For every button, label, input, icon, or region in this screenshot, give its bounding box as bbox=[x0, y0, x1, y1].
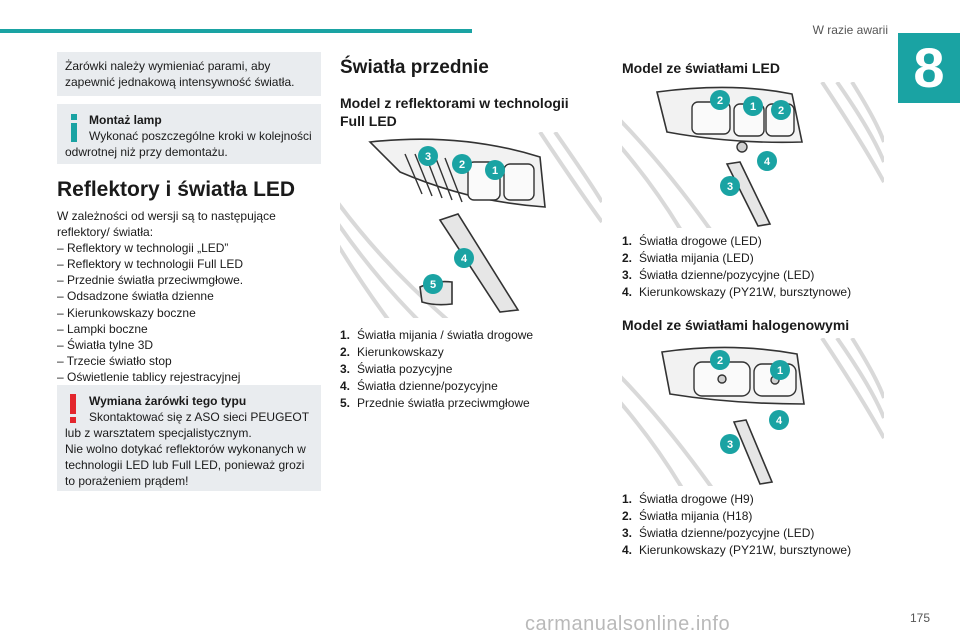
legend-item: 1.Światła drogowe (H9) bbox=[622, 492, 754, 506]
warning-line1: Skontaktować się z ASO sieci PEUGEOT lub… bbox=[65, 410, 309, 440]
header-accent-bar bbox=[0, 29, 472, 33]
led-headlamp-figure: 2 1 2 4 3 bbox=[622, 82, 884, 228]
legend-item: 3.Światła dzienne/pozycyjne (LED) bbox=[622, 526, 815, 540]
info-note-text: Wykonać poszczególne kroki w kolejności … bbox=[65, 129, 312, 159]
warning-icon bbox=[70, 394, 76, 423]
svg-text:4: 4 bbox=[461, 253, 468, 265]
list-item: – Reflektory w technologii Full LED bbox=[57, 257, 244, 272]
legend-item: 4.Kierunkowskazy (PY21W, bursztynowe) bbox=[622, 543, 852, 557]
list-item: – Oświetlenie tablicy rejestracyjnej bbox=[57, 369, 241, 384]
svg-text:2: 2 bbox=[778, 105, 784, 117]
page-number: 175 bbox=[909, 611, 930, 625]
svg-text:3: 3 bbox=[727, 181, 733, 193]
led-model-heading: Model ze światłami LED bbox=[622, 60, 780, 76]
halogen-legend: 1.Światła drogowe (H9) 2.Światła mijania… bbox=[622, 491, 884, 559]
svg-text:1: 1 bbox=[750, 101, 756, 113]
info-note-title: Montaż lamp bbox=[89, 113, 162, 127]
section-heading-lights: Reflektory i światła LED bbox=[57, 178, 296, 201]
full-led-legend: 1.Światła mijania / światła drogowe 2.Ki… bbox=[340, 327, 602, 412]
legend-item: 1.Światła drogowe (LED) bbox=[622, 234, 762, 248]
svg-text:2: 2 bbox=[459, 159, 465, 171]
led-legend: 1.Światła drogowe (LED) 2.Światła mijani… bbox=[622, 233, 884, 301]
full-led-headlamp-figure: 3 2 1 4 5 bbox=[340, 132, 602, 318]
list-item: – Reflektory w technologii „LED” bbox=[57, 241, 229, 256]
figure-mark: 2 bbox=[710, 90, 730, 110]
figure-mark: 1 bbox=[770, 360, 790, 380]
warning-title: Wymiana żarówki tego typu bbox=[89, 394, 247, 408]
figure-mark: 1 bbox=[485, 160, 505, 180]
lights-list: W zależności od wersji są to następujące… bbox=[57, 208, 321, 385]
legend-item: 3.Światła dzienne/pozycyjne (LED) bbox=[622, 268, 815, 282]
figure-mark: 1 bbox=[743, 96, 763, 116]
svg-text:2: 2 bbox=[717, 355, 723, 367]
svg-text:1: 1 bbox=[777, 365, 783, 377]
legend-item: 5.Przednie światła przeciwmgłowe bbox=[340, 396, 530, 410]
svg-text:1: 1 bbox=[492, 165, 498, 177]
list-item: – Odsadzone światła dzienne bbox=[57, 289, 214, 304]
warning-note: Wymiana żarówki tego typu Skontaktować s… bbox=[57, 385, 321, 491]
warning-line2: Nie wolno dotykać reflektorów wykonanych… bbox=[65, 442, 306, 488]
chapter-badge: 8 bbox=[898, 33, 960, 103]
svg-text:5: 5 bbox=[430, 279, 436, 291]
list-item: – Kierunkowskazy boczne bbox=[57, 305, 196, 320]
svg-text:2: 2 bbox=[717, 95, 723, 107]
figure-mark: 2 bbox=[452, 154, 472, 174]
figure-mark: 3 bbox=[720, 176, 740, 196]
legend-item: 1.Światła mijania / światła drogowe bbox=[340, 328, 534, 342]
figure-mark: 2 bbox=[710, 350, 730, 370]
svg-text:4: 4 bbox=[764, 156, 771, 168]
figure-mark: 3 bbox=[418, 146, 438, 166]
front-lights-heading: Światła przednie bbox=[340, 57, 489, 78]
figure-mark: 4 bbox=[757, 151, 777, 171]
legend-item: 2.Kierunkowskazy bbox=[340, 345, 444, 359]
legend-item: 4.Światła dzienne/pozycyjne bbox=[340, 379, 498, 393]
note-pairs: Żarówki należy wymieniać parami, aby zap… bbox=[57, 52, 321, 96]
halogen-headlamp-figure: 2 1 4 3 bbox=[622, 338, 884, 486]
halogen-model-heading: Model ze światłami halogenowymi bbox=[622, 317, 850, 333]
watermark: carmanualsonline.info bbox=[525, 613, 731, 635]
svg-text:3: 3 bbox=[425, 151, 431, 163]
figure-mark: 4 bbox=[769, 410, 789, 430]
full-led-subheading: Model z reflektorami w technologii Full … bbox=[340, 95, 569, 129]
list-item: – Przednie światła przeciwmgłowe. bbox=[57, 273, 244, 288]
svg-text:4: 4 bbox=[776, 415, 783, 427]
figure-mark: 2 bbox=[771, 100, 791, 120]
legend-item: 2.Światła mijania (LED) bbox=[622, 251, 754, 265]
figure-mark: 5 bbox=[423, 274, 443, 294]
list-item: – Lampki boczne bbox=[57, 321, 148, 336]
info-icon bbox=[71, 114, 77, 142]
legend-item: 4.Kierunkowskazy (PY21W, bursztynowe) bbox=[622, 285, 852, 299]
legend-item: 3.Światła pozycyjne bbox=[340, 362, 453, 376]
info-note: Montaż lamp Wykonać poszczególne kroki w… bbox=[57, 104, 321, 164]
list-item: – Światła tylne 3D bbox=[57, 337, 154, 352]
lights-intro: W zależności od wersji są to następujące… bbox=[57, 209, 276, 240]
section-name: W razie awarii bbox=[812, 23, 888, 37]
figure-mark: 3 bbox=[720, 434, 740, 454]
list-item: – Trzecie światło stop bbox=[57, 353, 172, 368]
legend-item: 2.Światła mijania (H18) bbox=[622, 509, 753, 523]
figure-mark: 4 bbox=[454, 248, 474, 268]
svg-text:3: 3 bbox=[727, 439, 733, 451]
